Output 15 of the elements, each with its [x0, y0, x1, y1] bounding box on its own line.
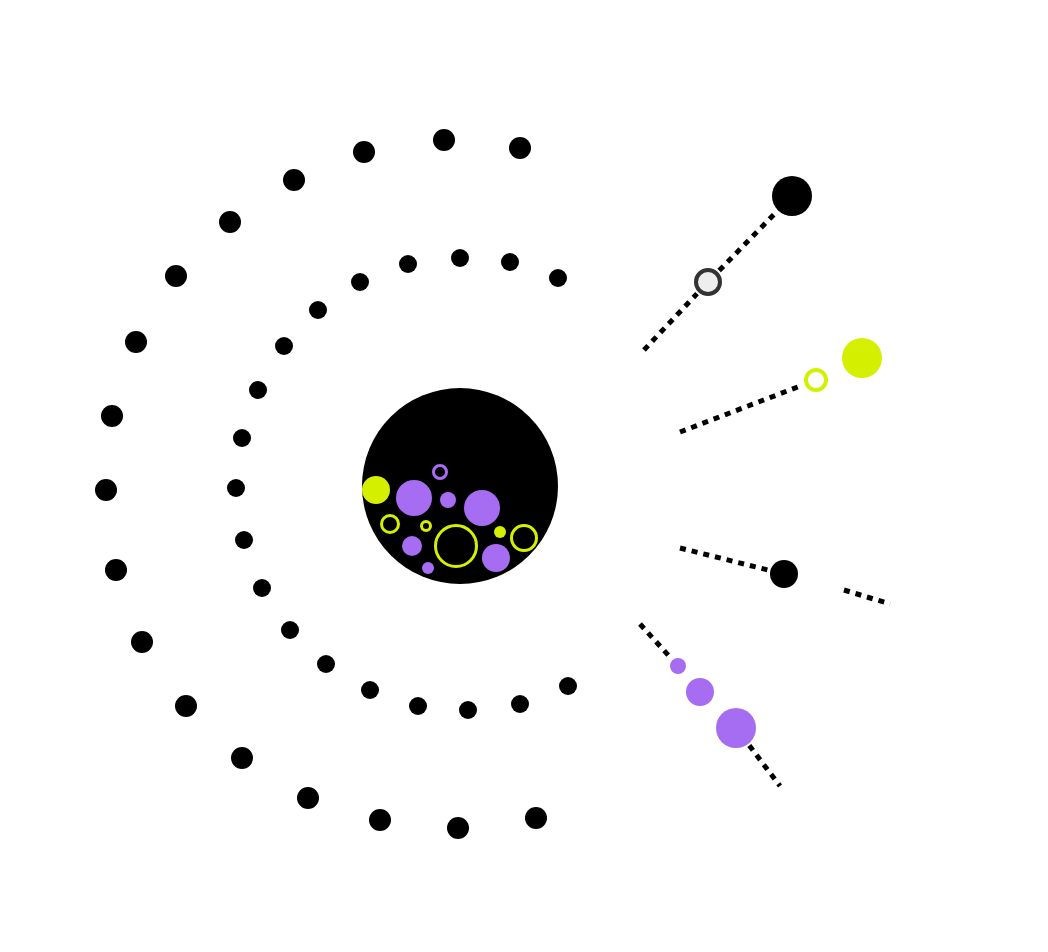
- bubble-sphere-drawing: [362, 388, 558, 584]
- dot-circle: [670, 658, 686, 674]
- dot-circle: [716, 708, 756, 748]
- ring-circle: [694, 268, 722, 296]
- dot-circle: [686, 678, 714, 706]
- dot-circle: [770, 560, 798, 588]
- dotted-line: [679, 382, 804, 435]
- dot-circle: [772, 176, 812, 216]
- dotted-line: [747, 744, 782, 788]
- ring-circle: [804, 368, 828, 392]
- dotted-line: [642, 291, 699, 352]
- dotted-line: [638, 622, 674, 661]
- dotted-line: [679, 545, 770, 573]
- dot-circle: [842, 338, 882, 378]
- dotted-line: [717, 210, 779, 273]
